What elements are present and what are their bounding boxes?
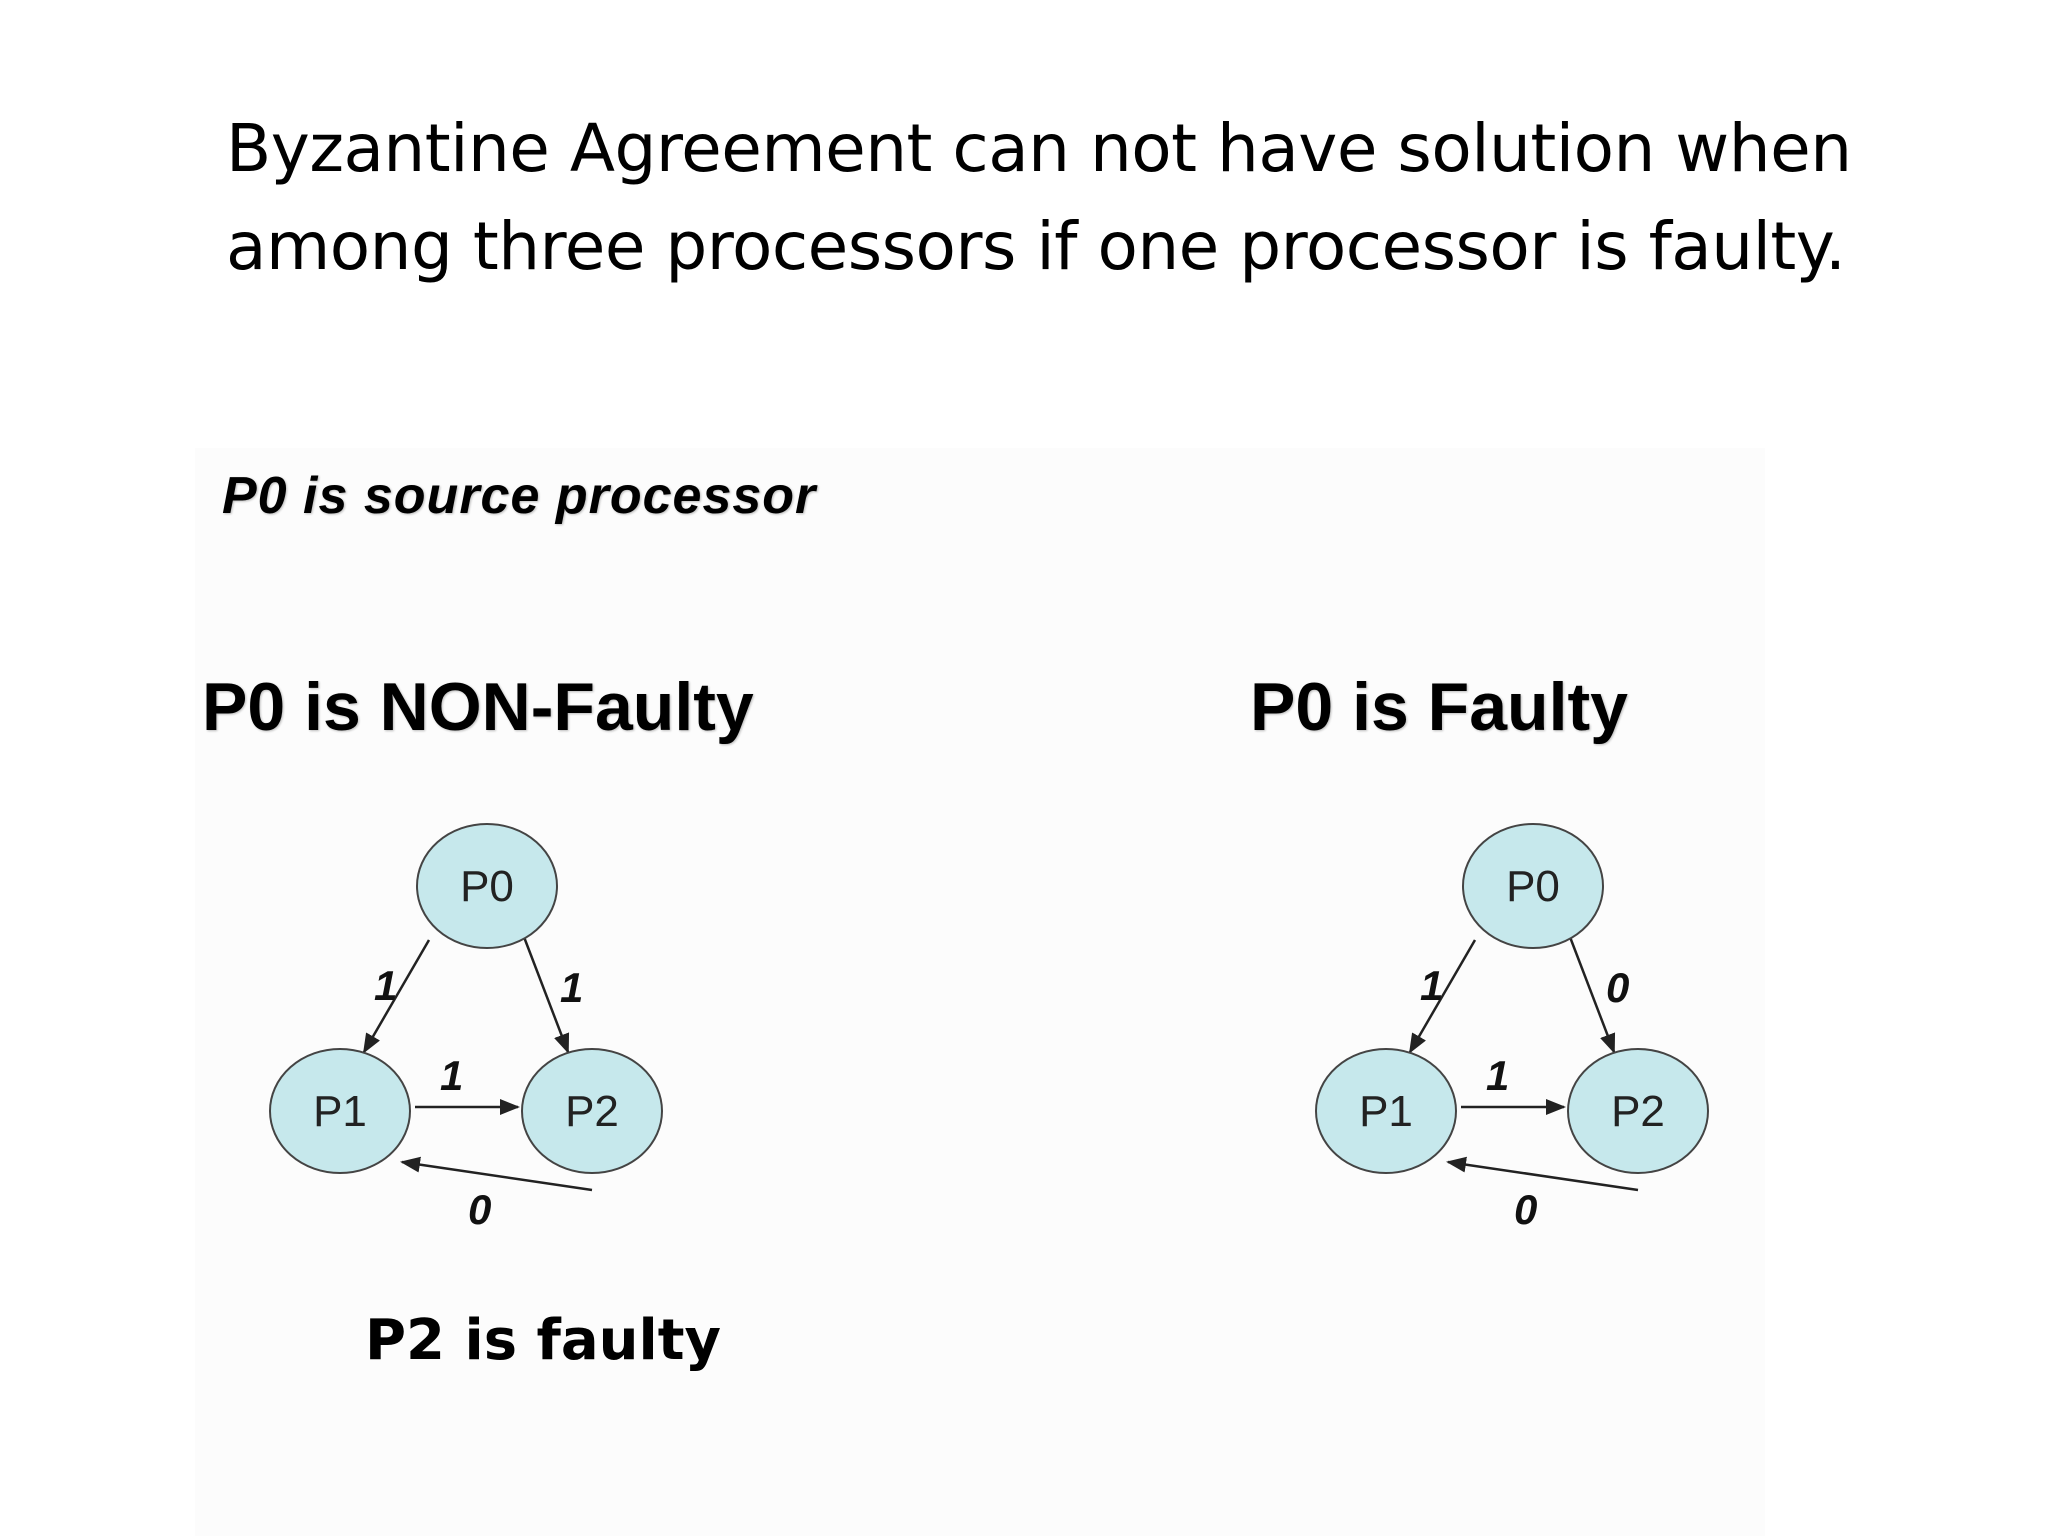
node-p2: P2 [521, 1048, 663, 1174]
slide-title: Byzantine Agreement can not have solutio… [226, 100, 1926, 296]
edge-label-p1-p2: 1 [1486, 1052, 1509, 1099]
node-p2: P2 [1567, 1048, 1709, 1174]
node-p0-label: P0 [460, 862, 514, 911]
node-p2-label: P2 [565, 1087, 619, 1136]
node-p0-label: P0 [1506, 862, 1560, 911]
edge-p2-p1 [1446, 1156, 1639, 1192]
edge-label-p0-p1: 1 [374, 962, 397, 1009]
edge-p0-p1 [362, 939, 431, 1054]
edge-p0-p1 [1408, 939, 1477, 1054]
diagram-faulty: P0 P1 P2 1 0 1 0 [1315, 823, 1709, 1233]
node-p0: P0 [1462, 823, 1604, 949]
node-p1-label: P1 [313, 1087, 367, 1136]
node-p2-label: P2 [1611, 1087, 1665, 1136]
node-p1: P1 [1315, 1048, 1457, 1174]
edge-label-p2-p1: 0 [1514, 1186, 1537, 1233]
title-line-2: among three processors if one processor … [226, 208, 1846, 285]
diagram-panel [195, 448, 1765, 1536]
edge-p2-p1 [400, 1156, 593, 1192]
edge-p0-p2 [1568, 936, 1616, 1054]
diagram-non-faulty: P0 P1 P2 1 1 1 0 [269, 823, 663, 1233]
node-p1: P1 [269, 1048, 411, 1174]
edge-label-p2-p1: 0 [468, 1186, 491, 1233]
edge-p0-p2 [522, 936, 570, 1054]
edge-label-p0-p2: 1 [560, 964, 583, 1011]
faulty-processor-note: P2 is faulty [365, 1308, 722, 1373]
title-line-1: Byzantine Agreement can not have solutio… [226, 110, 1852, 187]
edge-label-p0-p1: 1 [1420, 962, 1443, 1009]
scenario-title-non-faulty: P0 is NON-Faulty [202, 669, 754, 745]
scenario-title-faulty: P0 is Faulty [1250, 669, 1628, 745]
node-p0: P0 [416, 823, 558, 949]
edge-label-p0-p2: 0 [1606, 964, 1629, 1011]
source-processor-note: P0 is source processor [222, 467, 817, 525]
node-p1-label: P1 [1359, 1087, 1413, 1136]
edge-label-p1-p2: 1 [440, 1052, 463, 1099]
